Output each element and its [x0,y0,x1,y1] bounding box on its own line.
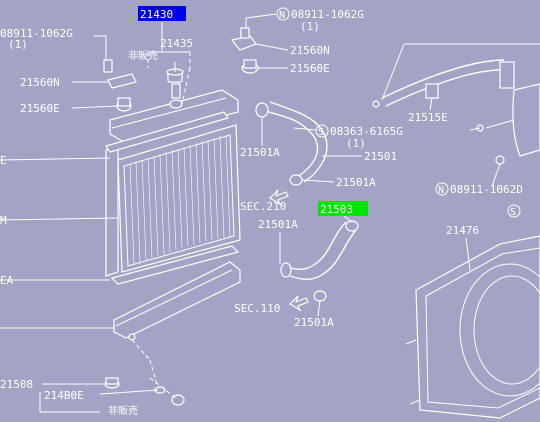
radiator-side-plate [105,145,119,277]
reservoir-hose [381,59,505,99]
label-21476: 21476 [446,224,479,237]
upper-mount-bracket [103,27,259,112]
label-21560n-left: 21560N [20,76,60,89]
qty-08911-top: (1) [300,20,320,33]
label-21503: 21503 [320,203,353,216]
n-text-top: N [279,10,285,21]
label-21515e: 21515E [408,111,448,124]
radiator-core [117,124,241,273]
label-21501-upper: 21501 [364,150,397,163]
label-21560e-left: 21560E [20,102,60,115]
highlight-21503 [318,201,368,216]
label-21435: 21435 [160,37,193,50]
lower-hose [283,221,347,270]
radiator-assembly [105,89,241,341]
label-08911-top: 08911-1062G [291,8,364,21]
upper-hose [261,109,319,179]
s-marker-08363 [315,124,329,138]
label-21501a-4: 21501A [294,316,334,329]
label-sec210: SEC.210 [240,200,286,213]
radiator-fins [129,134,231,265]
label-214b0e: 214B0E [44,389,84,402]
label-hihanbai-top: 非販売 [128,49,158,62]
n-marker-right [435,182,449,196]
s-text-08363: S [318,127,324,138]
label-08911-right: 08911-1062D [450,183,523,196]
n-text-right: N [438,185,444,196]
label-08911-left: 08911-1062G [0,27,73,40]
label-sec110: SEC.110 [234,302,280,315]
label-ea-left: EA [0,274,14,287]
s-marker-right [507,204,521,218]
s-text-right: S [510,207,516,218]
qty-08911-left: (1) [8,38,28,51]
label-21560n-top: 21560N [290,44,330,57]
label-21501a-3: 21501A [258,218,298,231]
label-21501a-1: 21501A [240,146,280,159]
sec210-arrow [269,189,289,206]
label-08363: 08363-6165G [330,125,403,138]
highlight-21430 [138,6,186,21]
label-21430: 21430 [140,8,173,21]
qty-08363: (1) [346,137,366,150]
sec110-arrow [289,295,309,312]
drain-parts [104,377,185,406]
label-m-left: M [0,214,7,227]
reservoir-tank [476,83,540,165]
fan-shroud [405,235,540,419]
n-marker-top [276,7,290,21]
filler-cap [166,68,184,109]
label-21508: 21508 [0,378,33,391]
leader-lines [0,13,501,413]
label-21560e-top: 21560E [290,62,330,75]
label-hihanbai-bottom: 非販売 [108,404,138,417]
label-e-left: E [0,154,7,167]
label-21501a-2: 21501A [336,176,376,189]
